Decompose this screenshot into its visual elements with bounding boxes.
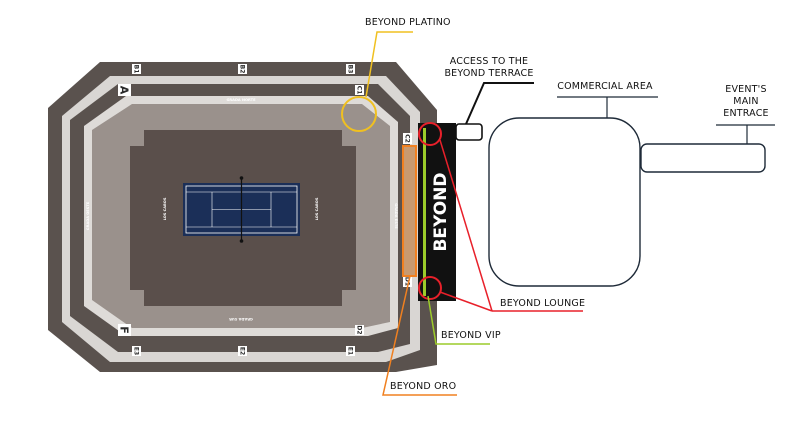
grada-bottom-label: GRADA SUR [229, 317, 253, 321]
label-entrance-line2: MAIN [733, 96, 758, 107]
lounge-leader-a [439, 139, 493, 312]
beyond-lounge-strip: BEYOND [418, 123, 456, 301]
section-tag-c1: C1 [355, 85, 364, 95]
svg-text:A: A [118, 86, 131, 95]
label-beyond-vip: BEYOND VIP [441, 330, 501, 341]
section-tag-a: A [118, 84, 131, 96]
svg-text:D1: D1 [404, 277, 411, 286]
section-tag-b2: B2 [238, 64, 247, 74]
platino-leader [365, 31, 413, 98]
beyond-vip-strip [423, 128, 426, 296]
svg-text:C2: C2 [404, 134, 411, 143]
section-tag-d1: D1 [403, 276, 412, 287]
beyond-logo: BEYOND [431, 172, 451, 251]
label-beyond-oro: BEYOND ORO [390, 381, 456, 392]
section-tag-d2: D2 [355, 325, 364, 335]
vip-leader [427, 295, 490, 345]
svg-text:D2: D2 [356, 325, 363, 334]
section-tag-e1: E1 [346, 346, 355, 356]
grada-right-label: GRADA ESTE [394, 203, 398, 229]
grada-top-label: GRADA NORTE [226, 98, 256, 102]
lounge-leader-b [439, 291, 493, 312]
section-tag-b3: B3 [346, 64, 355, 74]
svg-text:B3: B3 [347, 65, 354, 74]
stadium: LOS CABOS LOS CABOS GRADA NORTE GRADA SU… [48, 62, 437, 372]
label-access-line1: ACCESS TO THE [450, 56, 529, 67]
svg-text:E1: E1 [347, 347, 354, 355]
label-entrance-line1: EVENT'S [725, 84, 766, 95]
label-commercial-area: COMMERCIAL AREA [557, 81, 653, 92]
section-tag-e3: E3 [132, 346, 141, 356]
team-label-right: LOS CABOS [315, 197, 319, 220]
section-tag-f: F [118, 324, 131, 336]
platino-marker [341, 96, 377, 132]
svg-text:B2: B2 [239, 65, 246, 74]
label-access-line2: BEYOND TERRACE [444, 68, 533, 79]
section-tag-c2: C2 [403, 133, 412, 144]
corner-bl [130, 290, 144, 306]
commercial-area [488, 117, 641, 287]
section-tag-e2: E2 [238, 346, 247, 356]
label-entrance-line3: ENTRACE [723, 108, 769, 119]
corner-tr [342, 130, 356, 146]
team-label-left: LOS CABOS [163, 197, 167, 220]
lounge-marker-bottom [418, 276, 442, 300]
svg-text:E2: E2 [239, 347, 246, 355]
main-entrance [640, 143, 766, 173]
svg-text:C1: C1 [356, 86, 363, 95]
tennis-court [183, 176, 300, 243]
svg-text:E3: E3 [133, 347, 140, 355]
svg-text:F: F [118, 326, 131, 334]
terrace-access-box [455, 123, 483, 141]
corner-tl [130, 130, 144, 146]
oro-leader [382, 275, 457, 396]
section-tag-b1: B1 [132, 64, 141, 74]
svg-text:B1: B1 [133, 65, 140, 74]
grada-left-label: GRADA OESTE [86, 201, 90, 230]
label-beyond-platino: BEYOND PLATINO [365, 17, 451, 28]
label-beyond-lounge: BEYOND LOUNGE [500, 298, 585, 309]
corner-br [342, 290, 356, 306]
beyond-oro-box [402, 145, 417, 277]
lounge-marker-top [418, 122, 442, 146]
terrace-leader [465, 82, 534, 125]
